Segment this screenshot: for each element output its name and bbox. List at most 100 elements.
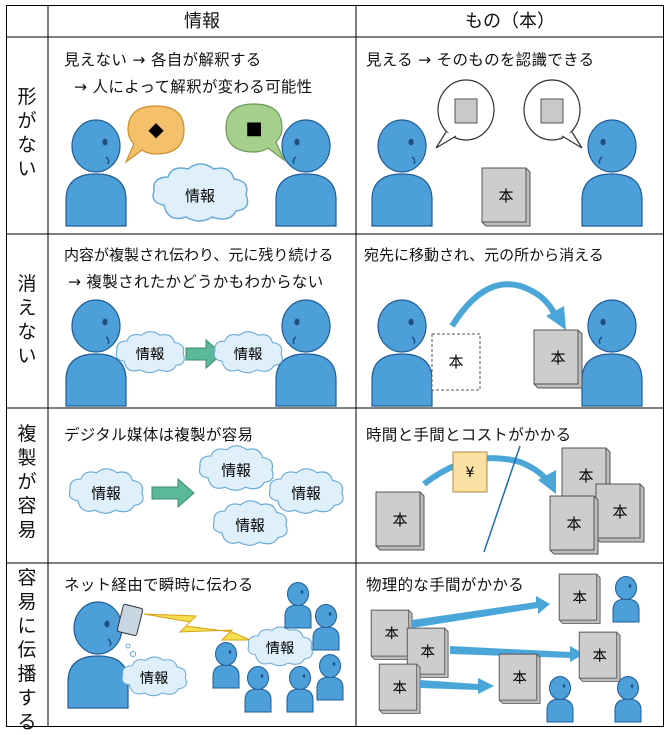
row1-info-illustration: ◆ ■ 情報	[65, 103, 337, 227]
row-label-4: 容易に伝播する	[17, 567, 37, 733]
row-label-1: 形がない	[17, 86, 37, 180]
book-icon: 本	[375, 491, 425, 551]
svg-text:本: 本	[448, 353, 463, 371]
svg-text:本: 本	[566, 515, 581, 533]
svg-text:情報: 情報	[140, 670, 169, 687]
person-left-icon	[65, 119, 127, 227]
info-cloud-copy-3: 情報	[212, 500, 288, 546]
mini-person-icon	[284, 582, 312, 629]
svg-text:本: 本	[498, 187, 513, 205]
tablet-icon	[116, 603, 144, 637]
person-left-icon	[371, 299, 433, 407]
square-icon: ■	[245, 118, 262, 139]
book-icon: 本	[561, 447, 611, 507]
row2-info-illustration: 情報 情報	[65, 299, 337, 407]
svg-text:本: 本	[592, 647, 606, 664]
row3-info-illustration: 情報 情報 情報 情報	[68, 445, 344, 546]
arrow-right-green	[151, 477, 195, 509]
svg-text:情報: 情報	[91, 485, 121, 502]
book-icon: 本	[498, 653, 541, 704]
person-right-icon	[581, 299, 643, 407]
person-right-icon	[275, 119, 337, 227]
svg-text:本: 本	[550, 349, 565, 367]
book-icon: 本	[406, 627, 449, 678]
info-cloud-copy: 情報	[213, 331, 283, 374]
book-icon: 本	[558, 573, 601, 624]
row3-info-line1: デジタル媒体は複製が容易	[64, 426, 254, 444]
svg-text:本: 本	[420, 643, 434, 660]
svg-text:本: 本	[578, 467, 593, 485]
mini-person-icon	[614, 676, 642, 723]
info-cloud-copy-2: 情報	[268, 468, 344, 514]
row4-thing-line1: 物理的な手間がかかる	[366, 576, 525, 594]
mini-person-icon	[212, 642, 240, 689]
book-icon: 本	[370, 609, 413, 660]
yen-icon: ¥	[452, 451, 488, 493]
mini-person-icon	[546, 676, 574, 723]
speech-bubble-green: ■	[225, 103, 286, 162]
arrow-right-green	[185, 338, 223, 370]
svg-text:本: 本	[392, 679, 406, 696]
arrow-to-bottom	[420, 678, 494, 694]
thought-bubble-left	[435, 79, 495, 149]
person-left-icon	[67, 601, 129, 709]
info-cloud-center: 情報	[247, 626, 313, 667]
svg-text:情報: 情報	[185, 187, 215, 205]
svg-text:情報: 情報	[266, 640, 295, 657]
row-label-2: 消えない	[17, 273, 37, 367]
person-right-icon	[581, 119, 643, 227]
speech-bubble-orange: ◆	[124, 105, 185, 164]
info-cloud: 情報	[152, 163, 249, 222]
thought-bubble-right	[523, 79, 583, 149]
diamond-icon: ◆	[148, 117, 164, 141]
person-left-icon	[371, 119, 433, 227]
svg-text:本: 本	[512, 669, 526, 686]
svg-text:情報: 情報	[291, 485, 321, 502]
header-info: 情報	[184, 11, 220, 32]
person-right-icon	[275, 299, 337, 407]
svg-text:情報: 情報	[136, 346, 165, 363]
svg-text:本: 本	[612, 503, 627, 521]
svg-text:¥: ¥	[466, 465, 475, 481]
book-icon: 本	[595, 483, 645, 543]
svg-text:情報: 情報	[221, 462, 251, 479]
book-icon: 本	[533, 329, 583, 389]
row4-info-line1: ネット経由で瞬時に伝わる	[64, 576, 254, 594]
svg-text:情報: 情報	[235, 517, 265, 534]
mini-person-icon	[312, 604, 340, 651]
lightning-icon	[143, 613, 251, 641]
row2-thing-illustration: 本 本	[371, 281, 643, 407]
svg-text:本: 本	[572, 589, 586, 606]
mini-person-icon	[244, 666, 272, 713]
book-icon: 本	[481, 167, 531, 227]
row3-thing-illustration: 本 ¥ 本 本 本	[375, 445, 645, 555]
arc-arrow	[449, 281, 559, 328]
svg-text:情報: 情報	[234, 346, 263, 363]
row2-info-line1: 内容が複製され伝わり、元に残り続ける	[64, 246, 334, 264]
info-cloud-source: 情報	[115, 331, 185, 374]
arrow-to-top	[412, 596, 550, 628]
row-label-3: 複製が容易	[17, 423, 37, 541]
row1-info-line2: → 人によって解釈が変わる可能性	[74, 78, 313, 96]
mini-person-icon	[316, 654, 344, 701]
mini-person-icon	[286, 666, 314, 713]
divider-line	[483, 445, 521, 553]
book-icon: 本	[549, 495, 599, 555]
header-thing: もの（本）	[465, 11, 555, 32]
book-icon: 本	[578, 631, 621, 682]
info-cloud-copy-1: 情報	[198, 445, 274, 491]
book-ghost-icon: 本	[431, 333, 481, 391]
row3-thing-line1: 時間と手間とコストがかかる	[366, 426, 572, 444]
info-cloud-source: 情報	[68, 468, 144, 514]
row2-info-line2: → 複製されたかどうかもわからない	[68, 273, 324, 291]
row1-thing-illustration: 本	[371, 79, 643, 227]
svg-text:本: 本	[392, 511, 407, 529]
row1-thing-line1: 見える → そのものを認識できる	[366, 51, 595, 69]
row4-thing-illustration: 本 本 本 本 本 本	[370, 573, 642, 723]
info-cloud: 情報	[121, 656, 187, 697]
table-grid	[6, 5, 664, 727]
row4-info-illustration: 情報 情報	[67, 582, 344, 713]
book-icon: 本	[378, 663, 421, 714]
svg-text:本: 本	[384, 625, 398, 642]
